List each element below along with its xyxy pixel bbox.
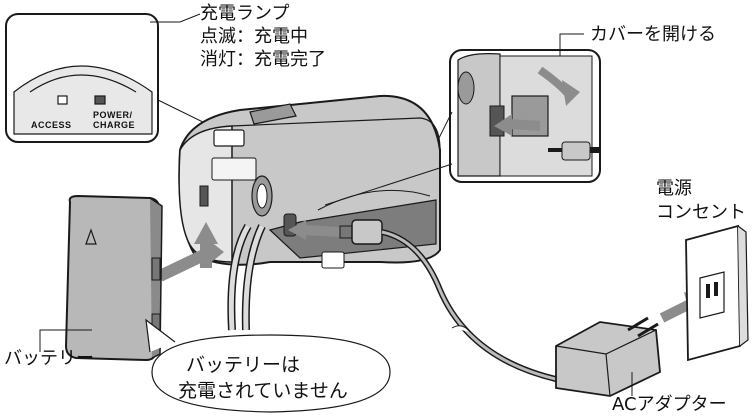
charge-lamp-off: 消灯：充電完了 [200,49,326,70]
power-charge-label: POWER/ CHARGE [93,110,135,130]
charge-lamp-title: 充電ランプ [200,3,290,24]
insert-arrow-up [194,222,218,244]
camcorder [178,94,441,331]
wall-outlet [685,224,749,362]
power-charge-lamp-icon [94,95,106,105]
insert-arrow-horizontal [157,248,209,282]
outlet-label-line2: コンセント [656,202,746,223]
charge-lamp-inset [5,13,159,143]
battery-label: バッテリー [4,348,94,369]
note-balloon [151,334,391,413]
power-label-line2: CHARGE [93,120,136,130]
charge-lamp-blinking: 点滅：充電中 [200,26,308,47]
ac-adapter-label: ACアダプター [612,394,727,415]
battery-note-line1: バッテリーは [186,354,301,376]
open-cover-inset [449,49,601,183]
dc-plug-cable [339,219,561,383]
access-lamp-icon [57,95,68,105]
battery [64,194,163,362]
power-label-line1: POWER/ [93,110,133,120]
access-label: ACCESS [31,120,72,130]
ac-adapter [555,316,661,397]
open-cover-label: カバーを開ける [590,24,716,45]
battery-note-line2: 充電されていません [178,380,348,402]
outlet-label-line1: 電源 [656,178,692,199]
